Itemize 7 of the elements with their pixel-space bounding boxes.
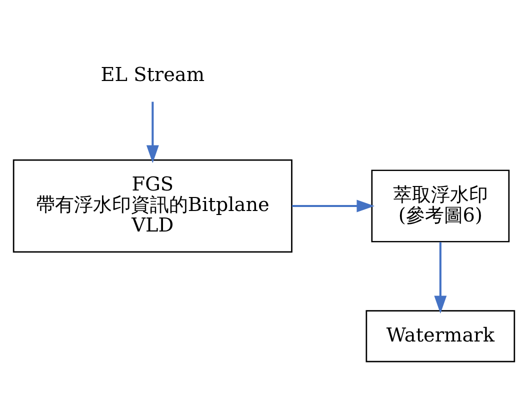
arrow	[146, 101, 159, 163]
arrow	[292, 199, 375, 212]
node-text: EL Stream	[100, 62, 205, 86]
arrow	[434, 242, 447, 314]
node-box: 萃取浮水印 (參考圖6)	[371, 169, 510, 242]
node-box: Watermark	[366, 310, 516, 362]
node-box: FGS 帶有浮水印資訊的Bitplane VLD	[12, 158, 292, 252]
